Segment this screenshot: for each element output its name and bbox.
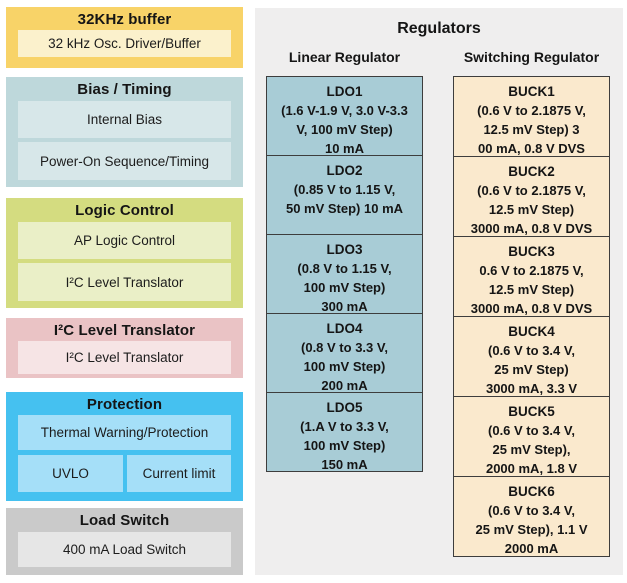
ldo4-spec: (0.8 V to 3.3 V, — [301, 340, 388, 355]
ldo-column: LDO1 (1.6 V-1.9 V, 3.0 V-3.3 V, 100 mV S… — [266, 76, 423, 472]
ldo2-spec: 50 mV Step) 10 mA — [285, 201, 404, 216]
buck1-spec: 12.5 mV Step) 3 — [483, 122, 580, 137]
uvlo-cell: UVLO — [18, 455, 123, 492]
buck2-spec: 3000 mA, 0.8 V DVS — [470, 221, 593, 236]
i2c-level-translator-cell: I²C Level Translator — [18, 263, 231, 301]
buck3-spec: 0.6 V to 2.1875 V, — [479, 263, 584, 278]
ldo4-spec: 200 mA — [321, 378, 368, 393]
buck6-name: BUCK6 — [508, 484, 555, 499]
block-title: Bias / Timing — [77, 81, 172, 98]
linear-regulator-header: Linear Regulator — [288, 49, 401, 65]
regulators-panel: Regulators Linear Regulator Switching Re… — [255, 8, 623, 575]
block-load-switch: Load Switch 400 mA Load Switch — [6, 508, 243, 575]
block-logic-control: Logic Control AP Logic Control I²C Level… — [6, 198, 243, 308]
block-title: 32KHz buffer — [77, 11, 172, 28]
buck1-spec: (0.6 V to 2.1875 V, — [477, 103, 586, 118]
ldo4-name: LDO4 — [326, 321, 363, 336]
thermal-warning-cell: Thermal Warning/Protection — [18, 415, 231, 450]
block-title: I²C Level Translator — [53, 322, 196, 339]
ldo2-block: LDO2 (0.85 V to 1.15 V, 50 mV Step) 10 m… — [266, 155, 423, 235]
ldo3-name: LDO3 — [326, 242, 363, 257]
osc-driver-buffer-cell: 32 kHz Osc. Driver/Buffer — [18, 30, 231, 57]
ldo5-name: LDO5 — [326, 400, 363, 415]
buck3-spec: 3000 mA, 0.8 V DVS — [470, 301, 593, 316]
buck5-spec: 2000 mA, 1.8 V — [485, 461, 578, 476]
ldo2-name: LDO2 — [326, 163, 363, 178]
ldo1-spec: (1.6 V-1.9 V, 3.0 V-3.3 — [281, 103, 408, 118]
ldo5-spec: (1.A V to 3.3 V, — [300, 419, 389, 434]
block-title: Logic Control — [75, 202, 174, 219]
buck5-name: BUCK5 — [508, 404, 555, 419]
ldo3-spec: 100 mV Step) — [303, 280, 386, 295]
buck2-name: BUCK2 — [508, 164, 555, 179]
ldo3-block: LDO3 (0.8 V to 1.15 V, 100 mV Step) 300 … — [266, 234, 423, 314]
ap-logic-control-cell: AP Logic Control — [18, 222, 231, 259]
buck4-spec: 3000 mA, 3.3 V — [485, 381, 578, 396]
block-bias-timing: Bias / Timing Internal Bias Power-On Seq… — [6, 77, 243, 187]
ldo4-spec: 100 mV Step) — [303, 359, 386, 374]
ldo3-spec: (0.8 V to 1.15 V, — [297, 261, 392, 276]
buck4-block: BUCK4 (0.6 V to 3.4 V, 25 mV Step) 3000 … — [453, 316, 610, 397]
buck1-block: BUCK1 (0.6 V to 2.1875 V, 12.5 mV Step) … — [453, 76, 610, 157]
buck4-spec: 25 mV Step) — [494, 362, 569, 377]
buck1-spec: 00 mA, 0.8 V DVS — [478, 141, 585, 156]
buck5-block: BUCK5 (0.6 V to 3.4 V, 25 mV Step), 2000… — [453, 396, 610, 477]
regulators-title: Regulators — [397, 20, 481, 37]
switching-regulator-header: Switching Regulator — [463, 49, 600, 65]
ldo1-spec: 10 mA — [324, 141, 365, 156]
ldo5-spec: 150 mA — [321, 457, 368, 472]
buck4-name: BUCK4 — [508, 324, 555, 339]
ldo4-block: LDO4 (0.8 V to 3.3 V, 100 mV Step) 200 m… — [266, 313, 423, 393]
ldo1-block: LDO1 (1.6 V-1.9 V, 3.0 V-3.3 V, 100 mV S… — [266, 76, 423, 156]
buck6-block: BUCK6 (0.6 V to 3.4 V, 25 mV Step), 1.1 … — [453, 476, 610, 557]
block-32khz-buffer: 32KHz buffer 32 kHz Osc. Driver/Buffer — [6, 7, 243, 68]
buck6-spec: 2000 mA — [504, 541, 559, 556]
buck3-name: BUCK3 — [508, 244, 555, 259]
buck-column: BUCK1 (0.6 V to 2.1875 V, 12.5 mV Step) … — [453, 76, 610, 557]
block-i2c-level-translator: I²C Level Translator I²C Level Translato… — [6, 318, 243, 378]
buck3-spec: 12.5 mV Step) — [488, 282, 575, 297]
buck5-spec: 25 mV Step), — [492, 442, 571, 457]
buck6-spec: (0.6 V to 3.4 V, — [488, 503, 575, 518]
i2c-level-translator-cell: I²C Level Translator — [18, 341, 231, 374]
buck4-spec: (0.6 V to 3.4 V, — [488, 343, 575, 358]
buck5-spec: (0.6 V to 3.4 V, — [488, 423, 575, 438]
buck2-spec: (0.6 V to 2.1875 V, — [477, 183, 586, 198]
buck1-name: BUCK1 — [508, 84, 555, 99]
buck2-spec: 12.5 mV Step) — [488, 202, 575, 217]
ldo3-spec: 300 mA — [321, 299, 368, 314]
block-protection: Protection Thermal Warning/Protection UV… — [6, 392, 243, 501]
buck6-spec: 25 mV Step), 1.1 V — [475, 522, 588, 537]
buck3-block: BUCK3 0.6 V to 2.1875 V, 12.5 mV Step) 3… — [453, 236, 610, 317]
ldo5-block: LDO5 (1.A V to 3.3 V, 100 mV Step) 150 m… — [266, 392, 423, 472]
ldo1-name: LDO1 — [326, 84, 363, 99]
power-on-sequence-cell: Power-On Sequence/Timing — [18, 142, 231, 180]
ldo2-spec: (0.85 V to 1.15 V, — [293, 182, 396, 197]
ldo1-spec: V, 100 mV Step) — [296, 122, 393, 137]
block-title: Load Switch — [79, 512, 170, 529]
block-title: Protection — [86, 396, 163, 413]
load-switch-cell: 400 mA Load Switch — [18, 532, 231, 567]
protection-row: UVLO Current limit — [18, 455, 231, 492]
buck2-block: BUCK2 (0.6 V to 2.1875 V, 12.5 mV Step) … — [453, 156, 610, 237]
current-limit-cell: Current limit — [127, 455, 231, 492]
internal-bias-cell: Internal Bias — [18, 101, 231, 138]
ldo5-spec: 100 mV Step) — [303, 438, 386, 453]
